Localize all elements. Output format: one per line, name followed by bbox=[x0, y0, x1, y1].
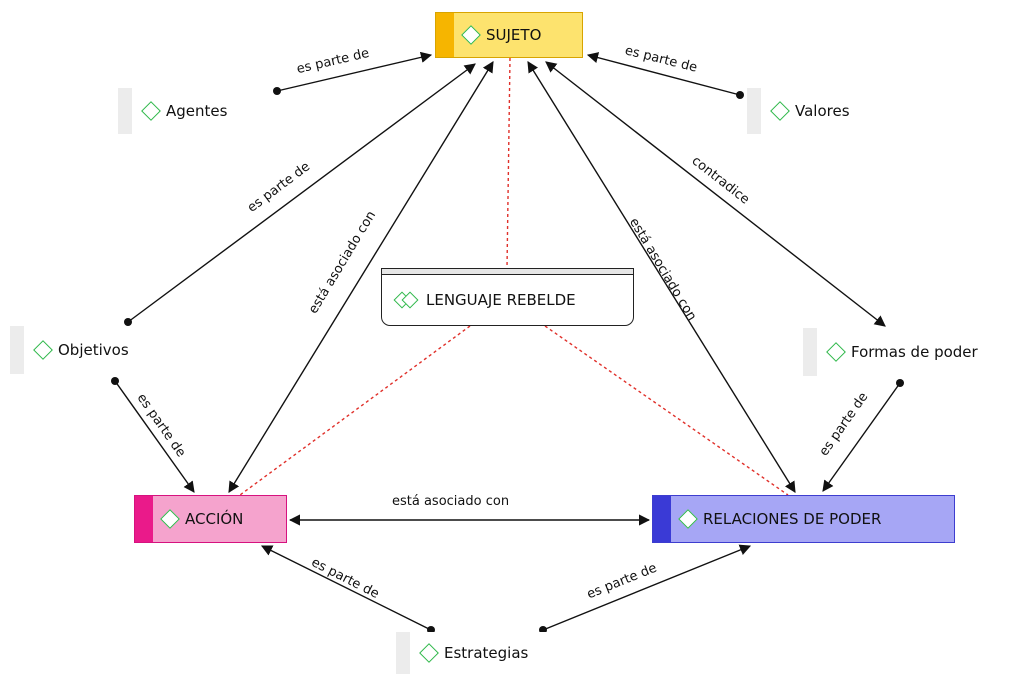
node-label: Valores bbox=[795, 102, 850, 120]
node-stub bbox=[396, 632, 410, 674]
node-stub bbox=[10, 326, 24, 374]
concept-diamond-icon bbox=[461, 25, 481, 45]
concept-diamond-icon bbox=[826, 342, 846, 362]
node-agentes[interactable]: Agentes bbox=[118, 88, 270, 134]
dotted-link-sujeto bbox=[506, 57, 511, 269]
node-label: ACCIÓN bbox=[185, 510, 244, 528]
edge-formas-relaciones bbox=[822, 382, 901, 492]
edge-dot bbox=[111, 377, 119, 385]
node-label: Estrategias bbox=[444, 644, 529, 662]
edge-dot bbox=[896, 379, 904, 387]
node-formas-de-poder[interactable]: Formas de poder bbox=[803, 328, 1022, 376]
dotted-link-accion bbox=[239, 325, 471, 496]
node-objetivos[interactable]: Objetivos bbox=[10, 326, 175, 374]
node-label: Objetivos bbox=[58, 341, 129, 359]
node-stub bbox=[747, 88, 761, 134]
concept-diamond-icon bbox=[160, 509, 180, 529]
concept-diamond-icon bbox=[33, 340, 53, 360]
dotted-link-relaciones bbox=[544, 325, 789, 496]
edge-objetivos-accion bbox=[114, 380, 195, 493]
node-sujeto[interactable]: SUJETO bbox=[435, 12, 583, 58]
edge-dot bbox=[736, 91, 744, 99]
node-stripe bbox=[436, 13, 454, 57]
node-topbar bbox=[381, 268, 634, 275]
concept-diamond-icon bbox=[770, 101, 790, 121]
edge-estrategias-relaciones bbox=[542, 544, 752, 631]
edge-dot bbox=[273, 87, 281, 95]
concept-diamond-icon bbox=[419, 643, 439, 663]
node-stripe bbox=[135, 496, 153, 542]
double-diamond-icon bbox=[393, 291, 420, 309]
node-lenguaje-rebelde[interactable]: LENGUAJE REBELDE bbox=[381, 268, 634, 326]
edge-estrategias-accion bbox=[260, 545, 432, 631]
node-label: SUJETO bbox=[486, 26, 542, 44]
node-stripe bbox=[653, 496, 671, 542]
node-estrategias[interactable]: Estrategias bbox=[396, 632, 576, 674]
node-label: Agentes bbox=[166, 102, 228, 120]
edge-dot bbox=[124, 318, 132, 326]
node-stub bbox=[803, 328, 817, 376]
edge-sujeto-formas bbox=[545, 61, 886, 327]
node-valores[interactable]: Valores bbox=[747, 88, 887, 134]
node-accion[interactable]: ACCIÓN bbox=[134, 495, 287, 543]
node-stub bbox=[118, 88, 132, 134]
edge-accion-sujeto bbox=[228, 61, 494, 493]
node-label: Formas de poder bbox=[851, 343, 978, 361]
concept-diamond-icon bbox=[141, 101, 161, 121]
node-label: LENGUAJE REBELDE bbox=[426, 291, 576, 309]
concept-diamond-icon bbox=[678, 509, 698, 529]
node-relaciones-de-poder[interactable]: RELACIONES DE PODER bbox=[652, 495, 955, 543]
node-label: RELACIONES DE PODER bbox=[703, 510, 882, 528]
edge-label: está asociado con bbox=[392, 494, 510, 509]
